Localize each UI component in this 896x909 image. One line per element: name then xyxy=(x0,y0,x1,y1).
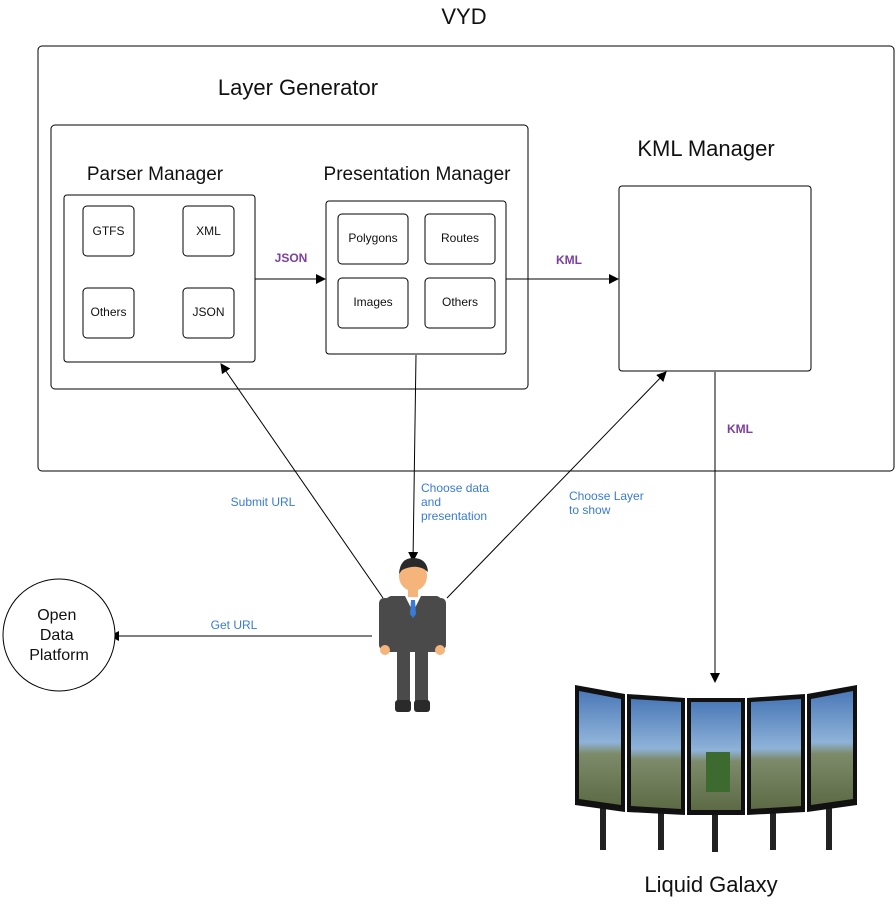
presentation-item-others: Others xyxy=(424,277,496,329)
choose-layer-line-2: to show xyxy=(569,503,611,517)
parser-item-others: Others xyxy=(82,287,135,339)
open-data-line-2: Data xyxy=(40,627,74,644)
parser-manager-title: Parser Manager xyxy=(87,164,224,185)
choose-layer-line-1: Choose Layer xyxy=(569,489,644,503)
open-data-line-3: Platform xyxy=(29,647,89,664)
edge-label-kml-1: KML xyxy=(556,253,582,267)
liquid-galaxy-display xyxy=(575,685,857,852)
parser-item-json: JSON xyxy=(182,287,235,339)
parser-item-json-label: JSON xyxy=(192,305,224,319)
diagram-title: VYD xyxy=(441,4,486,29)
edge-presentation-to-user xyxy=(408,354,419,562)
open-data-platform-node xyxy=(2,578,116,692)
layer-generator-box xyxy=(50,124,529,390)
parser-item-gtfs: GTFS xyxy=(82,205,135,257)
presentation-item-others-label: Others xyxy=(442,295,478,309)
edge-label-json: JSON xyxy=(275,251,308,265)
kml-manager-title: KML Manager xyxy=(637,136,774,161)
presentation-item-polygons: Polygons xyxy=(337,213,409,265)
edge-label-submit-url: Submit URL xyxy=(231,495,296,509)
edge-label-choose-data: Choose data and presentation xyxy=(421,481,492,523)
presentation-item-images: Images xyxy=(337,277,409,329)
edge-label-kml-2: KML xyxy=(727,422,753,436)
user-icon xyxy=(379,558,446,712)
edge-user-to-kml xyxy=(446,371,667,599)
edge-label-choose-layer: Choose Layer to show xyxy=(569,489,647,517)
choose-data-line-2: and xyxy=(421,495,441,509)
parser-item-xml-label: XML xyxy=(196,224,221,238)
edge-user-to-parser xyxy=(220,363,384,599)
presentation-item-routes-label: Routes xyxy=(441,231,479,245)
choose-data-line-1: Choose data xyxy=(421,481,489,495)
choose-data-line-3: presentation xyxy=(421,509,487,523)
vyd-container xyxy=(37,45,895,472)
edge-label-get-url: Get URL xyxy=(211,618,258,632)
open-data-platform-label: Open Data Platform xyxy=(29,607,89,664)
presentation-manager-title: Presentation Manager xyxy=(324,164,512,185)
presentation-item-polygons-label: Polygons xyxy=(348,231,397,245)
parser-item-others-label: Others xyxy=(90,305,126,319)
parser-item-gtfs-label: GTFS xyxy=(93,224,125,238)
kml-manager-box xyxy=(618,185,812,372)
presentation-item-images-label: Images xyxy=(353,295,392,309)
layer-generator-title: Layer Generator xyxy=(218,75,378,100)
presentation-item-routes: Routes xyxy=(424,213,496,265)
parser-item-xml: XML xyxy=(182,205,235,257)
liquid-galaxy-label: Liquid Galaxy xyxy=(644,872,777,897)
open-data-line-1: Open xyxy=(37,607,76,624)
